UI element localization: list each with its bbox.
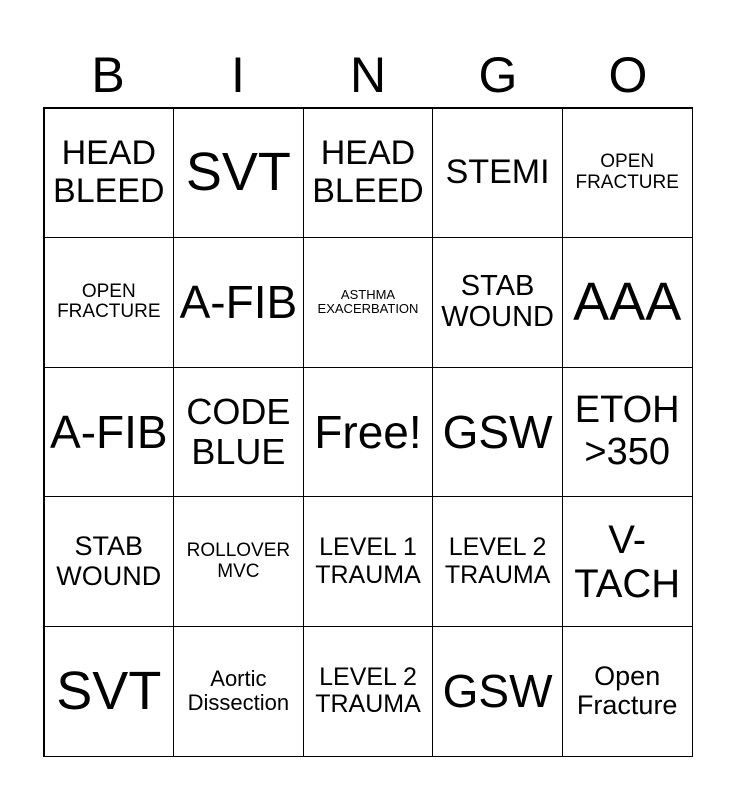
bingo-cell[interactable]: OPEN FRACTURE <box>43 237 175 368</box>
bingo-header: B I N G O <box>43 40 693 110</box>
bingo-cell[interactable]: HEAD BLEED <box>43 107 175 239</box>
bingo-cell[interactable]: SVT <box>173 107 304 239</box>
bingo-cell[interactable]: A-FIB <box>173 237 304 368</box>
bingo-cell[interactable]: V-TACH <box>561 496 693 627</box>
bingo-cell[interactable]: Aortic Dissection <box>173 625 304 757</box>
bingo-cell[interactable]: ROLLOVER MVC <box>173 496 304 627</box>
bingo-cell[interactable]: LEVEL 2 TRAUMA <box>302 625 434 757</box>
header-letter-n: N <box>349 47 387 103</box>
bingo-cell[interactable]: STEMI <box>432 107 563 239</box>
bingo-cell[interactable]: GSW <box>432 625 563 757</box>
bingo-cell[interactable]: HEAD BLEED <box>302 107 434 239</box>
bingo-cell[interactable]: A-FIB <box>43 366 175 498</box>
bingo-cell[interactable]: LEVEL 1 TRAUMA <box>302 496 434 627</box>
free-space-cell[interactable]: Free! <box>302 366 434 498</box>
header-letter-b: B <box>91 47 125 103</box>
bingo-cell[interactable]: Open Fracture <box>561 625 693 757</box>
bingo-cell[interactable]: ETOH >350 <box>561 366 693 498</box>
bingo-cell[interactable]: ASTHMA EXACERBATION <box>302 237 434 368</box>
header-letter-o: O <box>608 47 648 103</box>
header-letter-g: G <box>478 47 518 103</box>
bingo-cell[interactable]: STAB WOUND <box>43 496 175 627</box>
bingo-cell[interactable]: OPEN FRACTURE <box>561 107 693 239</box>
bingo-cell[interactable]: AAA <box>561 237 693 368</box>
bingo-cell[interactable]: CODE BLUE <box>173 366 304 498</box>
header-letter-i: I <box>231 47 245 103</box>
bingo-cell[interactable]: SVT <box>43 625 175 757</box>
bingo-cell[interactable]: GSW <box>432 366 563 498</box>
bingo-cell[interactable]: STAB WOUND <box>432 237 563 368</box>
bingo-cell[interactable]: LEVEL 2 TRAUMA <box>432 496 563 627</box>
